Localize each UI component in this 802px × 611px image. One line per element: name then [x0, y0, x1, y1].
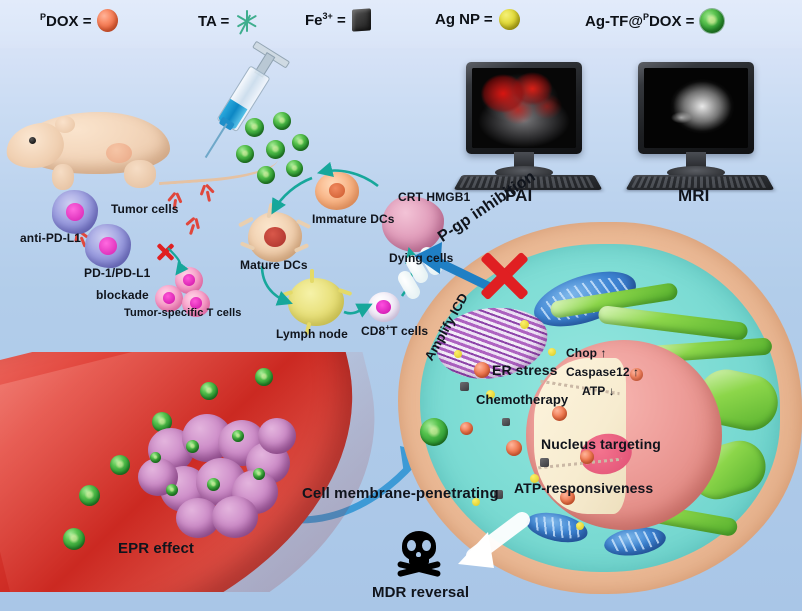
- label-nucleus-targeting: Nucleus targeting: [541, 436, 661, 452]
- legend-label-agtfdox: Ag-TF@PDOX =: [585, 12, 695, 30]
- t-cell: [182, 290, 210, 317]
- dox-molecule: [506, 440, 522, 456]
- monitor-pai: [466, 62, 582, 154]
- mouse-eye: [29, 137, 36, 144]
- monitor-stand: [686, 152, 706, 170]
- label-tumor-cells: Tumor cells: [111, 202, 179, 216]
- label-chemotherapy: Chemotherapy: [476, 392, 569, 407]
- dying-cell-cluster: [382, 196, 444, 252]
- tumor-cell: [52, 190, 98, 234]
- dox-molecule: [474, 362, 490, 378]
- iron-particle: [494, 490, 503, 499]
- silver-nanoparticle: [454, 350, 462, 358]
- label-cd8-t-cells: CD8+T cells: [361, 323, 428, 338]
- pai-label: PAI: [505, 186, 533, 205]
- pai-screen: [472, 68, 576, 148]
- silver-nanoparticle: [520, 320, 529, 329]
- mouse-ear: [55, 116, 75, 133]
- monitor-frame: [466, 62, 582, 154]
- legend-label-agnp: Ag NP =: [435, 11, 493, 28]
- mature-dc-cell: [237, 202, 312, 262]
- label-immature-dcs: Immature DCs: [312, 212, 395, 226]
- legend-label-fe3: Fe3+ =: [305, 11, 346, 29]
- mouse-foreleg: [52, 164, 74, 190]
- mouse-tumor: [106, 143, 132, 163]
- mouse-hindleg: [124, 160, 156, 188]
- label-anti-pd-l1: anti-PD-L1: [20, 231, 81, 245]
- cd8-superscript: +: [385, 323, 391, 332]
- label-dying-cells: Dying cells: [389, 251, 454, 265]
- silver-nanoparticle: [486, 390, 495, 399]
- ag-tf-dox-nanoparticle-icon: [700, 9, 725, 33]
- dox-sphere-icon: [97, 9, 119, 32]
- iron-particle: [502, 418, 510, 426]
- dox-molecule: [460, 422, 473, 435]
- nanoparticle-entering-cell: [420, 418, 448, 446]
- label-pd1-pdl1: PD-1/PD-L1: [84, 266, 151, 280]
- legend-item-agnp: Ag NP =: [435, 9, 520, 30]
- silver-nanoparticle: [576, 522, 584, 530]
- t-cell: [155, 285, 183, 312]
- legend-label-ta: TA =: [198, 12, 230, 30]
- label-mdr-reversal: MDR reversal: [372, 584, 470, 601]
- label-blockade: blockade: [96, 288, 149, 302]
- cd8-tail: T cells: [390, 324, 429, 338]
- p-gp-blocked-x-icon: [478, 250, 530, 302]
- legend-item-agtfdox: Ag-TF@PDOX =: [585, 9, 725, 33]
- cancer-cell-diagram: [395, 222, 802, 594]
- label-lymph-node: Lymph node: [276, 327, 348, 341]
- label-chop: Chop ↑: [566, 346, 607, 360]
- mri-label: MRI: [678, 186, 710, 205]
- label-caspase12: Caspase12 ↑: [566, 365, 640, 379]
- dox-molecule: [552, 406, 567, 421]
- dox-molecule: [580, 450, 594, 464]
- label-cell-membrane-penetrating: Cell membrane-penetrating: [302, 485, 499, 502]
- dox-molecule: [560, 490, 575, 505]
- label-atp: ATP ↓: [582, 384, 615, 398]
- legend-item-fe3: Fe3+ =: [305, 8, 371, 32]
- skull-icon: [396, 531, 442, 578]
- silver-nanoparticle: [472, 498, 480, 506]
- nucleus: [526, 340, 722, 530]
- legend-bar: PDOX = TA = Fe3+ = Ag NP = Ag-TF@PDOX =: [0, 0, 802, 48]
- silver-nanoparticle-icon: [498, 9, 520, 30]
- iron-particle: [540, 458, 549, 467]
- label-tumor-specific-t-cells: Tumor-specific T cells: [124, 307, 242, 319]
- tannic-acid-star-icon: [235, 9, 259, 35]
- mri-screen: [644, 68, 748, 148]
- legend-item-ta: TA =: [198, 9, 259, 35]
- label-atp-responsiveness: ATP-responsiveness: [514, 480, 654, 496]
- label-er-stress: ER stress: [492, 362, 558, 378]
- immature-dc-cell: [315, 172, 359, 210]
- legend-label-pdox: PDOX =: [40, 11, 92, 30]
- label-epr-effect: EPR effect: [118, 540, 195, 557]
- monitor-mri: [638, 62, 754, 154]
- efflux-arrow: [414, 242, 497, 293]
- monitor-frame: [638, 62, 754, 154]
- mdr-reversal-arrow: [458, 512, 530, 568]
- iron-particle: [460, 382, 469, 391]
- silver-nanoparticle: [530, 474, 539, 483]
- cd8-text: CD8: [361, 324, 386, 338]
- label-mature-dcs: Mature DCs: [240, 258, 308, 272]
- tumor-cell: [85, 224, 131, 268]
- silver-nanoparticle: [548, 348, 556, 356]
- lymph-node: [278, 269, 353, 336]
- label-crt-hmgb1: CRT HMGB1: [398, 190, 471, 204]
- cd8-t-cell: [368, 292, 400, 322]
- monitor-stand: [514, 152, 534, 170]
- legend-item-pdox: PDOX =: [40, 9, 119, 32]
- dox-molecule: [630, 368, 643, 381]
